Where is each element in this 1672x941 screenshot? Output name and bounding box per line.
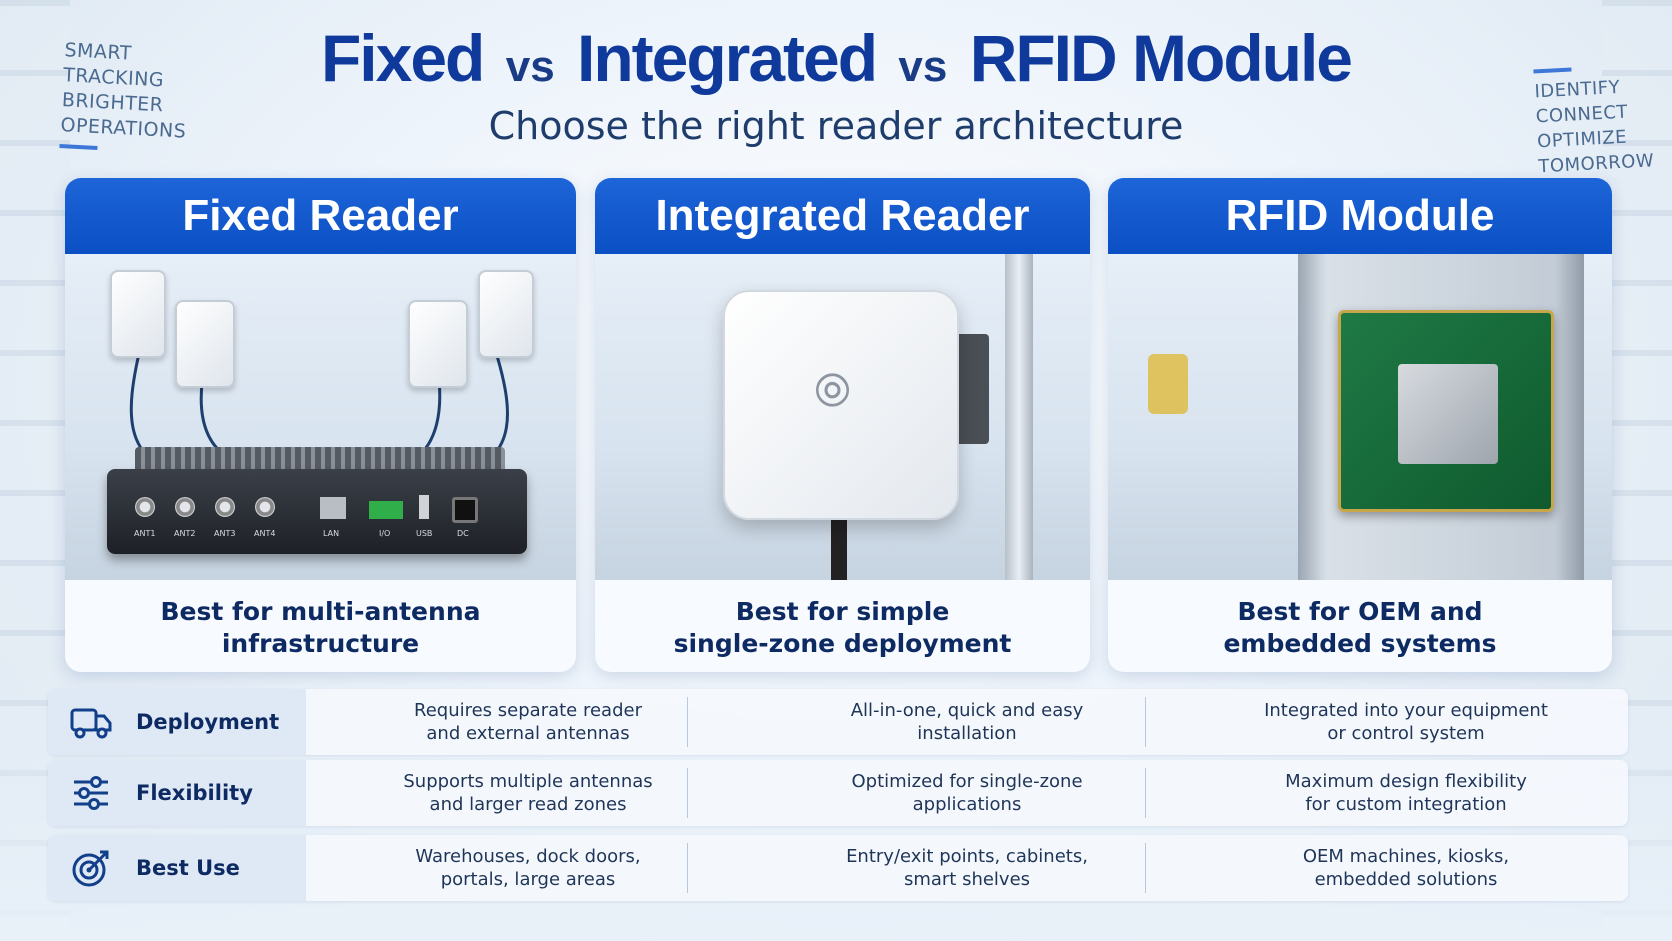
cell-line: Maximum design flexibility [1285, 771, 1527, 792]
dc-jack-icon [452, 497, 478, 523]
tagline-line: Best for OEM and [1237, 597, 1483, 626]
comparison-row-deployment: Deployment Requires separate reader and … [48, 689, 1628, 755]
io-terminal-icon [369, 501, 403, 519]
cell-fixed: Warehouses, dock doors, portals, large a… [318, 835, 738, 901]
mounting-pole [1005, 254, 1033, 580]
cell-line: Integrated into your equipment [1264, 700, 1548, 721]
antenna-icon [478, 270, 534, 358]
title-fixed: Fixed [320, 21, 485, 95]
cell-fixed: Requires separate reader and external an… [318, 689, 738, 755]
column-divider [687, 697, 688, 747]
power-cable [831, 516, 847, 580]
card-title: Fixed Reader [65, 178, 576, 254]
cell-module: OEM machines, kiosks, embedded solutions [1196, 835, 1616, 901]
integrated-reader-unit [723, 290, 959, 520]
title-vs: vs [898, 42, 948, 91]
port-label: DC [457, 529, 469, 538]
cell-line: for custom integration [1305, 794, 1507, 815]
usb-port-icon [419, 495, 429, 519]
card-rfid-module: RFID Module Best for OEM and embedded sy… [1108, 178, 1612, 672]
cell-module: Integrated into your equipment or contro… [1196, 689, 1616, 755]
integrated-reader-image: ⦾ [595, 254, 1090, 580]
truck-icon [70, 708, 112, 739]
column-divider [687, 768, 688, 818]
tagline-line: infrastructure [221, 629, 420, 658]
cell-line: All-in-one, quick and easy [850, 700, 1084, 721]
port-label: ANT3 [214, 529, 236, 538]
cell-line: Requires separate reader [414, 700, 642, 721]
cell-line: and external antennas [426, 723, 630, 744]
cell-line: or control system [1327, 723, 1485, 744]
antenna-port-icon [175, 497, 195, 517]
cell-line: smart shelves [903, 869, 1031, 890]
target-icon [72, 850, 109, 887]
page-title: Fixed vs Integrated vs RFID Module [0, 20, 1672, 96]
cell-integrated: Entry/exit points, cabinets, smart shelv… [738, 835, 1196, 901]
card-tagline: Best for multi-antenna infrastructure [65, 580, 576, 660]
card-tagline: Best for OEM and embedded systems [1108, 580, 1612, 660]
antenna-port-icon [135, 497, 155, 517]
card-title: RFID Module [1108, 178, 1612, 254]
tagline-line: Best for multi-antenna [160, 597, 481, 626]
comparison-row-flexibility: Flexibility Supports multiple antennas a… [48, 760, 1628, 826]
port-label: ANT4 [254, 529, 276, 538]
antenna-icon [175, 300, 235, 388]
cell-line: OEM machines, kiosks, [1302, 846, 1510, 867]
row-label: Best Use [136, 856, 240, 880]
antenna-icon [408, 300, 468, 388]
tagline-line: embedded systems [1223, 629, 1497, 658]
cell-line: Supports multiple antennas [403, 771, 653, 792]
column-divider [1145, 843, 1146, 893]
cell-module: Maximum design flexibility for custom in… [1196, 760, 1616, 826]
row-label: Deployment [136, 710, 280, 734]
card-tagline: Best for simple single-zone deployment [595, 580, 1090, 660]
column-divider [1145, 697, 1146, 747]
heatsink-fins [135, 447, 505, 473]
cell-integrated: Optimized for single-zone applications [738, 760, 1196, 826]
port-label: ANT1 [134, 529, 156, 538]
lan-port-icon [320, 497, 346, 519]
tagline-line: single-zone deployment [673, 629, 1012, 658]
antenna-icon [110, 270, 166, 358]
title-vs: vs [505, 42, 555, 91]
row-header: Best Use [48, 835, 306, 901]
title-integrated: Integrated [577, 21, 878, 95]
title-module: RFID Module [969, 21, 1353, 95]
cell-line: Optimized for single-zone [851, 771, 1083, 792]
port-label: ANT2 [174, 529, 196, 538]
card-integrated-reader: Integrated Reader ⦾ Best for simple sing… [595, 178, 1090, 672]
wireless-signal-icon: ⦾ [805, 371, 860, 409]
cell-integrated: All-in-one, quick and easy installation [738, 689, 1196, 755]
antenna-port-icon [255, 497, 275, 517]
cell-line: Entry/exit points, cabinets, [846, 846, 1088, 867]
page-subtitle: Choose the right reader architecture [488, 104, 1184, 148]
cell-fixed: Supports multiple antennas and larger re… [318, 760, 738, 826]
background-robot-arm [1148, 354, 1188, 414]
cell-line: applications [912, 794, 1022, 815]
row-header: Flexibility [48, 760, 306, 826]
card-fixed-reader: Fixed Reader ANT1 ANT2 ANT3 ANT4 LAN [65, 178, 576, 672]
antenna-port-icon [215, 497, 235, 517]
port-label: I/O [379, 529, 391, 538]
row-header: Deployment [48, 689, 306, 755]
mounting-bracket [955, 334, 989, 444]
comparison-row-best-use: Best Use Warehouses, dock doors, portals… [48, 835, 1628, 901]
column-divider [687, 843, 688, 893]
tagline-line: Best for simple [735, 597, 950, 626]
module-chip-icon [1398, 364, 1498, 464]
sliders-icon [74, 776, 108, 810]
port-label: LAN [323, 529, 340, 538]
cell-line: installation [917, 723, 1017, 744]
card-title: Integrated Reader [595, 178, 1090, 254]
cell-line: portals, large areas [440, 869, 616, 890]
column-divider [1145, 768, 1146, 818]
fixed-reader-image: ANT1 ANT2 ANT3 ANT4 LAN I/O USB DC [65, 254, 576, 580]
fixed-reader-unit: ANT1 ANT2 ANT3 ANT4 LAN I/O USB DC [107, 469, 527, 554]
port-label: USB [416, 529, 433, 538]
rfid-module-image [1108, 254, 1612, 580]
row-label: Flexibility [136, 781, 253, 805]
cell-line: Warehouses, dock doors, [415, 846, 641, 867]
cell-line: and larger read zones [429, 794, 627, 815]
cell-line: embedded solutions [1314, 869, 1498, 890]
